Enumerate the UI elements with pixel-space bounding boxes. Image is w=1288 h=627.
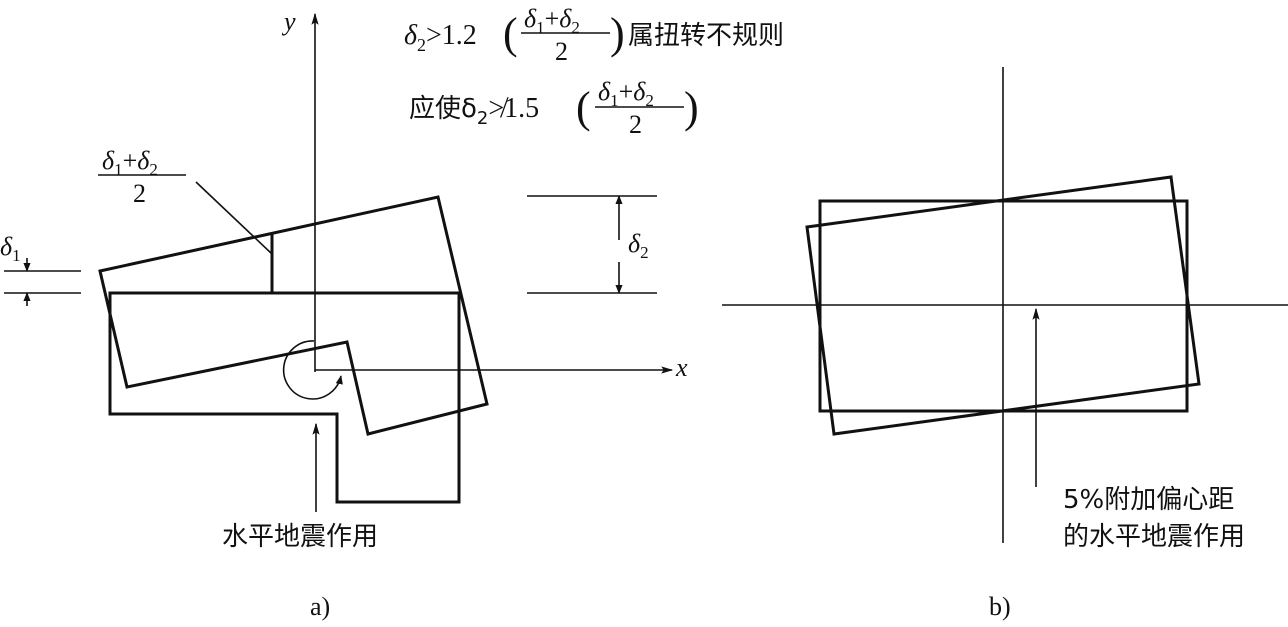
svg-text:(: (: [576, 83, 591, 132]
svg-text:δ1+δ2: δ1+δ2: [524, 4, 580, 37]
svg-text:δ2>1.2: δ2>1.2: [404, 20, 477, 55]
torsion-rotation-arrow: [282, 340, 343, 400]
panel-a: y x δ1 δ2 δ1+δ2 2: [0, 4, 784, 621]
delta2-label: δ2: [628, 229, 649, 262]
eccentric-load-label-line1: 5%附加偏心距: [1063, 485, 1234, 515]
svg-text:属扭转不规则: 属扭转不规则: [628, 21, 784, 51]
panel-b: 5%附加偏心距 的水平地震作用 b): [722, 67, 1288, 621]
svg-text:δ1+δ2: δ1+δ2: [598, 77, 654, 110]
svg-text:(: (: [503, 9, 518, 58]
limit-formula: 应使δ2≯1.5 ( δ1+δ2 2 ): [409, 77, 699, 139]
delta1-dimension: δ1: [0, 232, 81, 306]
svg-text:2: 2: [555, 37, 568, 66]
delta2-dimension: δ2: [527, 195, 657, 294]
svg-text:2: 2: [133, 179, 146, 208]
original-l-plan: [108, 291, 461, 504]
delta1-label: δ1: [0, 232, 21, 265]
rotated-l-plan: [98, 195, 489, 436]
x-axis-label: x: [675, 353, 688, 382]
panel-b-caption: b): [989, 592, 1011, 621]
svg-text:): ): [610, 9, 625, 58]
svg-text:δ1+δ2: δ1+δ2: [102, 146, 158, 179]
y-axis-label: y: [281, 7, 296, 36]
seismic-load-label: 水平地震作用: [222, 522, 378, 552]
avg-leader: [195, 181, 273, 255]
svg-text:2: 2: [629, 110, 642, 139]
rotated-rect-plan: [805, 175, 1201, 436]
avg-displacement-label: δ1+δ2 2: [98, 146, 186, 208]
eccentric-load-label-line2: 的水平地震作用: [1063, 522, 1245, 552]
panel-a-caption: a): [310, 592, 330, 621]
torsion-irregular-formula: δ2>1.2 ( δ1+δ2 2 ) 属扭转不规则: [404, 4, 784, 66]
svg-text:): ): [684, 83, 699, 132]
svg-text:应使δ2≯1.5: 应使δ2≯1.5: [409, 93, 539, 129]
